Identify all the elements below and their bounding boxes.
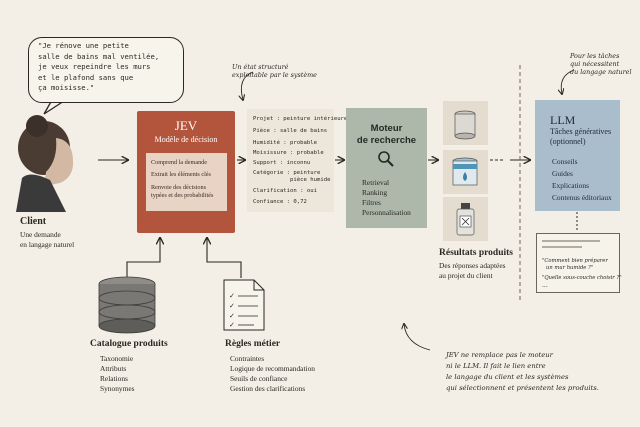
search-engine-box [346, 108, 427, 228]
client-portrait-icon [16, 115, 74, 212]
client-desc-1: Une demande [20, 230, 61, 239]
llm-annotation-1: Pour les tâches [570, 52, 620, 60]
llm-item: Explications [552, 181, 589, 190]
llm-subtitle-2: (optionnel) [550, 137, 586, 146]
catalogue-item: Relations [100, 374, 128, 383]
catalogue-item: Attributs [100, 364, 127, 373]
svg-text:✓: ✓ [229, 312, 235, 320]
paint-can-icon [454, 110, 476, 140]
product-tile [443, 150, 488, 194]
client-quote: "Je rénove une petite salle de bains mal… [38, 41, 160, 92]
catalogue-item: Taxonomie [100, 354, 134, 363]
llm-item: Contenus éditoriaux [552, 193, 612, 202]
jev-item: Renvoie des décisions [151, 184, 206, 191]
note-question-1a: "Comment bien préparer [542, 258, 608, 264]
regles-title: Règles métier [225, 339, 281, 349]
state-line: Confiance : 0,72 [253, 199, 307, 205]
state-line: Clarification : oui [253, 188, 317, 194]
llm-subtitle-1: Tâches génératives [550, 127, 612, 136]
state-annotation-1: Un état structuré [232, 63, 289, 71]
moteur-item: Retrieval [362, 178, 390, 187]
client-desc-2: en langage naturel [20, 240, 75, 249]
moteur-item: Ranking [362, 188, 388, 197]
results-title: Résultats produits [439, 248, 513, 258]
magnifier-icon [378, 151, 394, 167]
jev-capabilities [146, 153, 227, 211]
state-annotation-2: exploitable par le système [232, 71, 317, 79]
footnote-3: le langage du client et les systèmes [446, 373, 569, 381]
speech-bubble [28, 37, 184, 103]
results-desc-1: Des réponses adaptées [439, 261, 506, 270]
jev-title: JEV [174, 118, 198, 133]
state-line: Catégorie : peinture [253, 170, 321, 176]
svg-text:✓: ✓ [229, 292, 235, 300]
footnote-1: JEV ne remplace pas le moteur [446, 351, 553, 359]
state-line: Pièce : salle de bains [253, 128, 328, 134]
database-icon [98, 276, 156, 334]
catalogue-title: Catalogue produits [90, 339, 168, 349]
svg-text:✓: ✓ [229, 321, 235, 329]
product-bottle-icon [456, 203, 475, 236]
regles-item: Gestion des clarifications [230, 384, 306, 393]
llm-box [535, 100, 620, 211]
llm-title: LLM [550, 113, 576, 127]
llm-annotation-2: qui nécessitent [570, 60, 620, 68]
svg-text:✓: ✓ [229, 302, 235, 310]
paint-bucket-icon [452, 157, 478, 186]
llm-item: Guides [552, 169, 573, 178]
llm-example-note [536, 233, 620, 293]
jev-item: Comprend la demande [151, 159, 208, 166]
state-line: Support : inconnu [253, 160, 311, 166]
llm-item: Conseils [552, 157, 578, 166]
product-tile [443, 101, 488, 145]
moteur-title-1: Moteur [370, 123, 403, 134]
jev-subtitle: Modèle de décision [154, 135, 218, 144]
results-desc-2: au projet du client [439, 271, 493, 280]
note-ellipsis: ... [542, 282, 548, 289]
footnote-2: ni le LLM. Il fait le lien entre [446, 362, 546, 370]
llm-annotation-3: du langage naturel [570, 68, 632, 76]
product-tile [443, 197, 488, 241]
arrow-regles-jev [207, 238, 242, 278]
note-question-1b: un mur humide ?" [546, 265, 594, 271]
arrow-catalogue-jev [126, 238, 160, 278]
moteur-item: Filtres [362, 198, 381, 207]
structured-state-card [247, 109, 334, 212]
jev-item: Extrait les éléments clés [151, 171, 211, 178]
moteur-item: Personnalisation [362, 208, 411, 217]
state-line: Projet : peinture intérieure [253, 116, 348, 122]
regles-item: Seuils de confiance [230, 374, 288, 383]
state-line: Humidité : probable [253, 140, 317, 146]
checklist-document-icon: ✓ ✓ ✓ ✓ [223, 279, 265, 331]
state-line: Moisissure : probable [253, 150, 324, 156]
catalogue-item: Synonymes [100, 384, 135, 393]
regles-item: Logique de recommandation [230, 364, 315, 373]
jev-item: typées et des probabilités [151, 192, 214, 199]
client-title: Client [20, 216, 47, 227]
moteur-title-2: de recherche [356, 135, 417, 146]
note-question-2: "Quelle sous-couche choisir ?" [542, 275, 622, 281]
note-placeholder-lines [542, 240, 600, 248]
regles-item: Contraintes [230, 354, 265, 363]
footnote-4: qui sélectionnent et présentent les prod… [446, 384, 599, 392]
state-line: pièce humide [253, 177, 331, 183]
